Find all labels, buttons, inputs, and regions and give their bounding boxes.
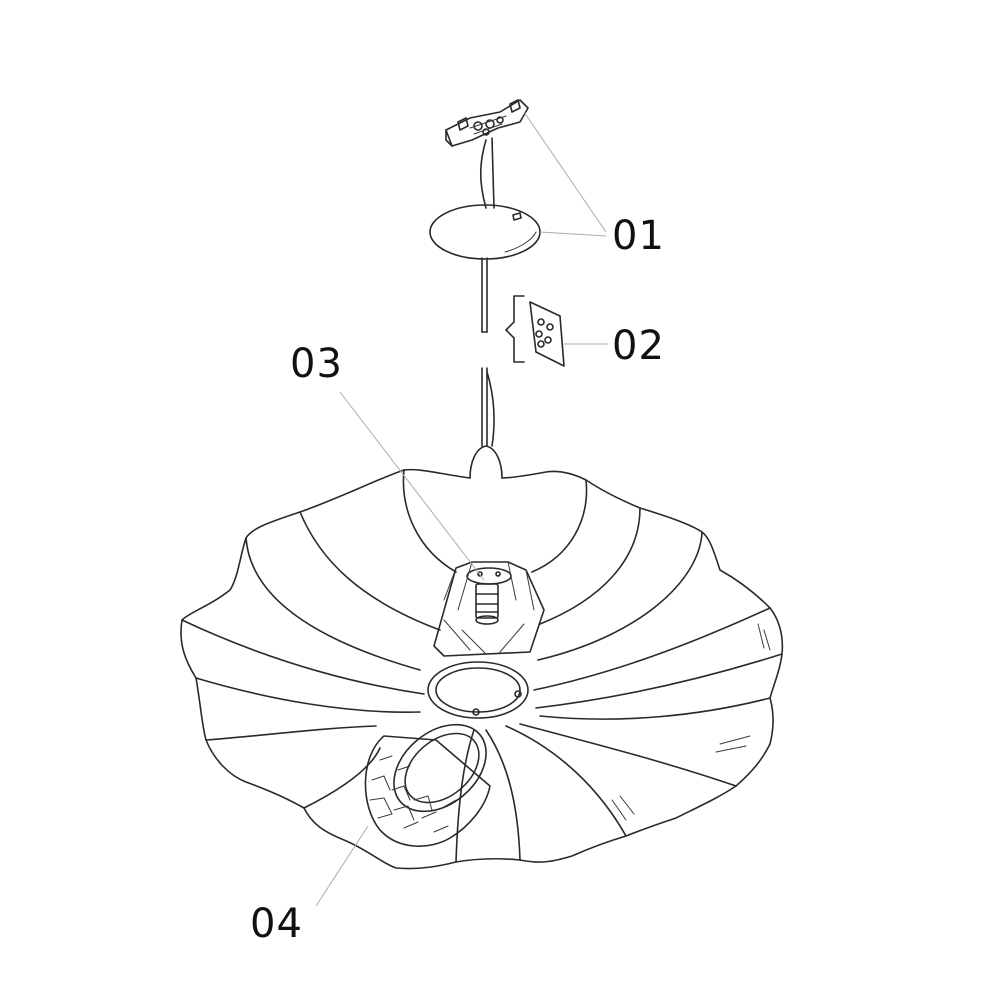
lower-rod	[481, 367, 495, 447]
callout-04: 04	[250, 901, 303, 947]
accessory-brace	[505, 295, 525, 363]
callout-02: 02	[612, 323, 665, 369]
shade-top-cap	[469, 445, 503, 479]
led-bulb	[364, 723, 491, 847]
lamp-socket	[475, 583, 499, 625]
leader-lines	[315, 111, 608, 907]
canopy	[429, 204, 541, 260]
connector-plate	[529, 301, 565, 367]
socket-housing	[433, 561, 545, 657]
lampshade	[180, 468, 784, 870]
mounting-bracket	[445, 99, 529, 147]
supply-cable	[479, 139, 487, 209]
callout-03: 03	[290, 341, 343, 387]
suspension-wire	[491, 137, 495, 209]
callout-01: 01	[612, 213, 665, 259]
mounting-ring	[427, 661, 529, 719]
suspension-rod	[481, 257, 488, 333]
